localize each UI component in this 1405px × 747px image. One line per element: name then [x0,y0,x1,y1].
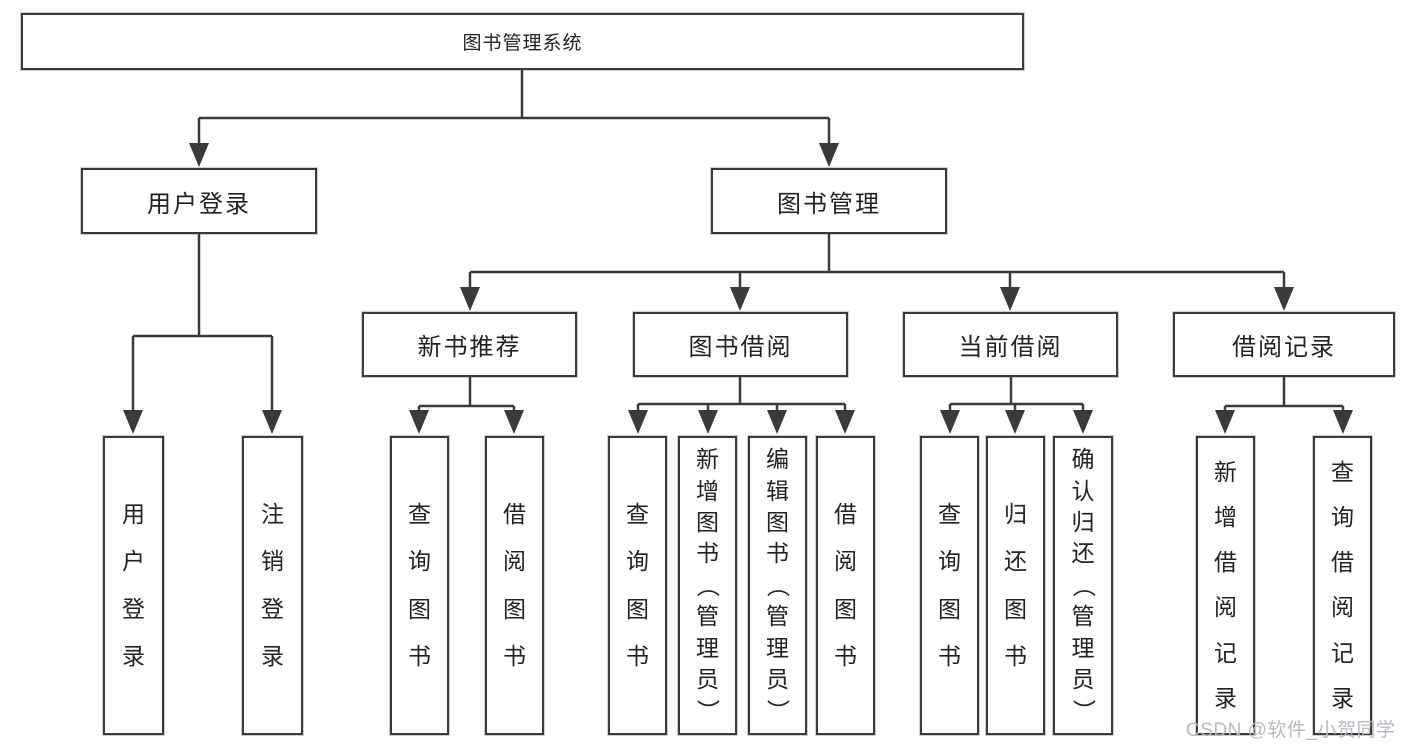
connector-paths [131,69,1345,413]
node-borrow-records: 借阅记录 [1173,312,1395,377]
node-leaf-query-book-1: 查询图书 [390,436,449,735]
node-label: 新书推荐 [417,334,522,361]
node-new-book-recommend: 新书推荐 [362,312,577,377]
node-leaf-query-book-3: 查询图书 [920,436,979,735]
node-label: 新增借阅记录 [1214,459,1237,711]
node-leaf-add-borrow-record: 新增借阅记录 [1196,436,1255,735]
node-label: 新增图书（管理员） [695,446,722,723]
node-leaf-edit-book-admin: 编辑图书（管理员） [748,436,807,735]
node-user-login: 用户登录 [81,168,317,234]
node-label: 注销登录 [261,500,284,669]
node-label: 当前借阅 [958,334,1063,361]
node-label: 图书借阅 [688,334,793,361]
node-root-system: 图书管理系统 [21,13,1024,70]
node-label: 查询图书 [938,500,961,669]
node-leaf-query-book-2: 查询图书 [608,436,667,735]
node-label: 查询图书 [626,500,649,669]
node-leaf-logout: 注销登录 [242,436,303,735]
node-leaf-add-book-admin: 新增图书（管理员） [678,436,737,735]
node-label: 借阅图书 [503,500,526,669]
node-label: 借阅图书 [834,500,857,669]
node-leaf-return-book: 归还图书 [986,436,1045,735]
arrowheads [123,143,1353,434]
node-leaf-borrow-book-1: 借阅图书 [485,436,544,735]
node-current-borrow: 当前借阅 [903,312,1118,377]
node-leaf-borrow-book-2: 借阅图书 [816,436,875,735]
node-label: 借阅记录 [1232,334,1336,361]
node-label: 用户登录 [122,500,145,669]
node-label: 确认归还（管理员） [1070,446,1097,723]
node-label: 编辑图书（管理员） [765,446,792,723]
node-leaf-query-borrow-record: 查询借阅记录 [1313,436,1372,735]
node-label: 归还图书 [1004,500,1027,669]
node-label: 图书管理 [777,190,881,218]
node-leaf-user-login: 用户登录 [103,436,164,735]
node-root-label: 图书管理系统 [462,33,583,54]
node-label: 用户登录 [147,190,251,218]
node-book-management: 图书管理 [711,168,947,234]
node-label: 查询图书 [408,500,431,669]
node-label: 查询借阅记录 [1331,459,1354,711]
node-leaf-confirm-return-admin: 确认归还（管理员） [1053,436,1113,735]
csdn-watermark: CSDN @软件_小贺同学 [1186,720,1396,741]
node-book-borrow: 图书借阅 [633,312,848,377]
